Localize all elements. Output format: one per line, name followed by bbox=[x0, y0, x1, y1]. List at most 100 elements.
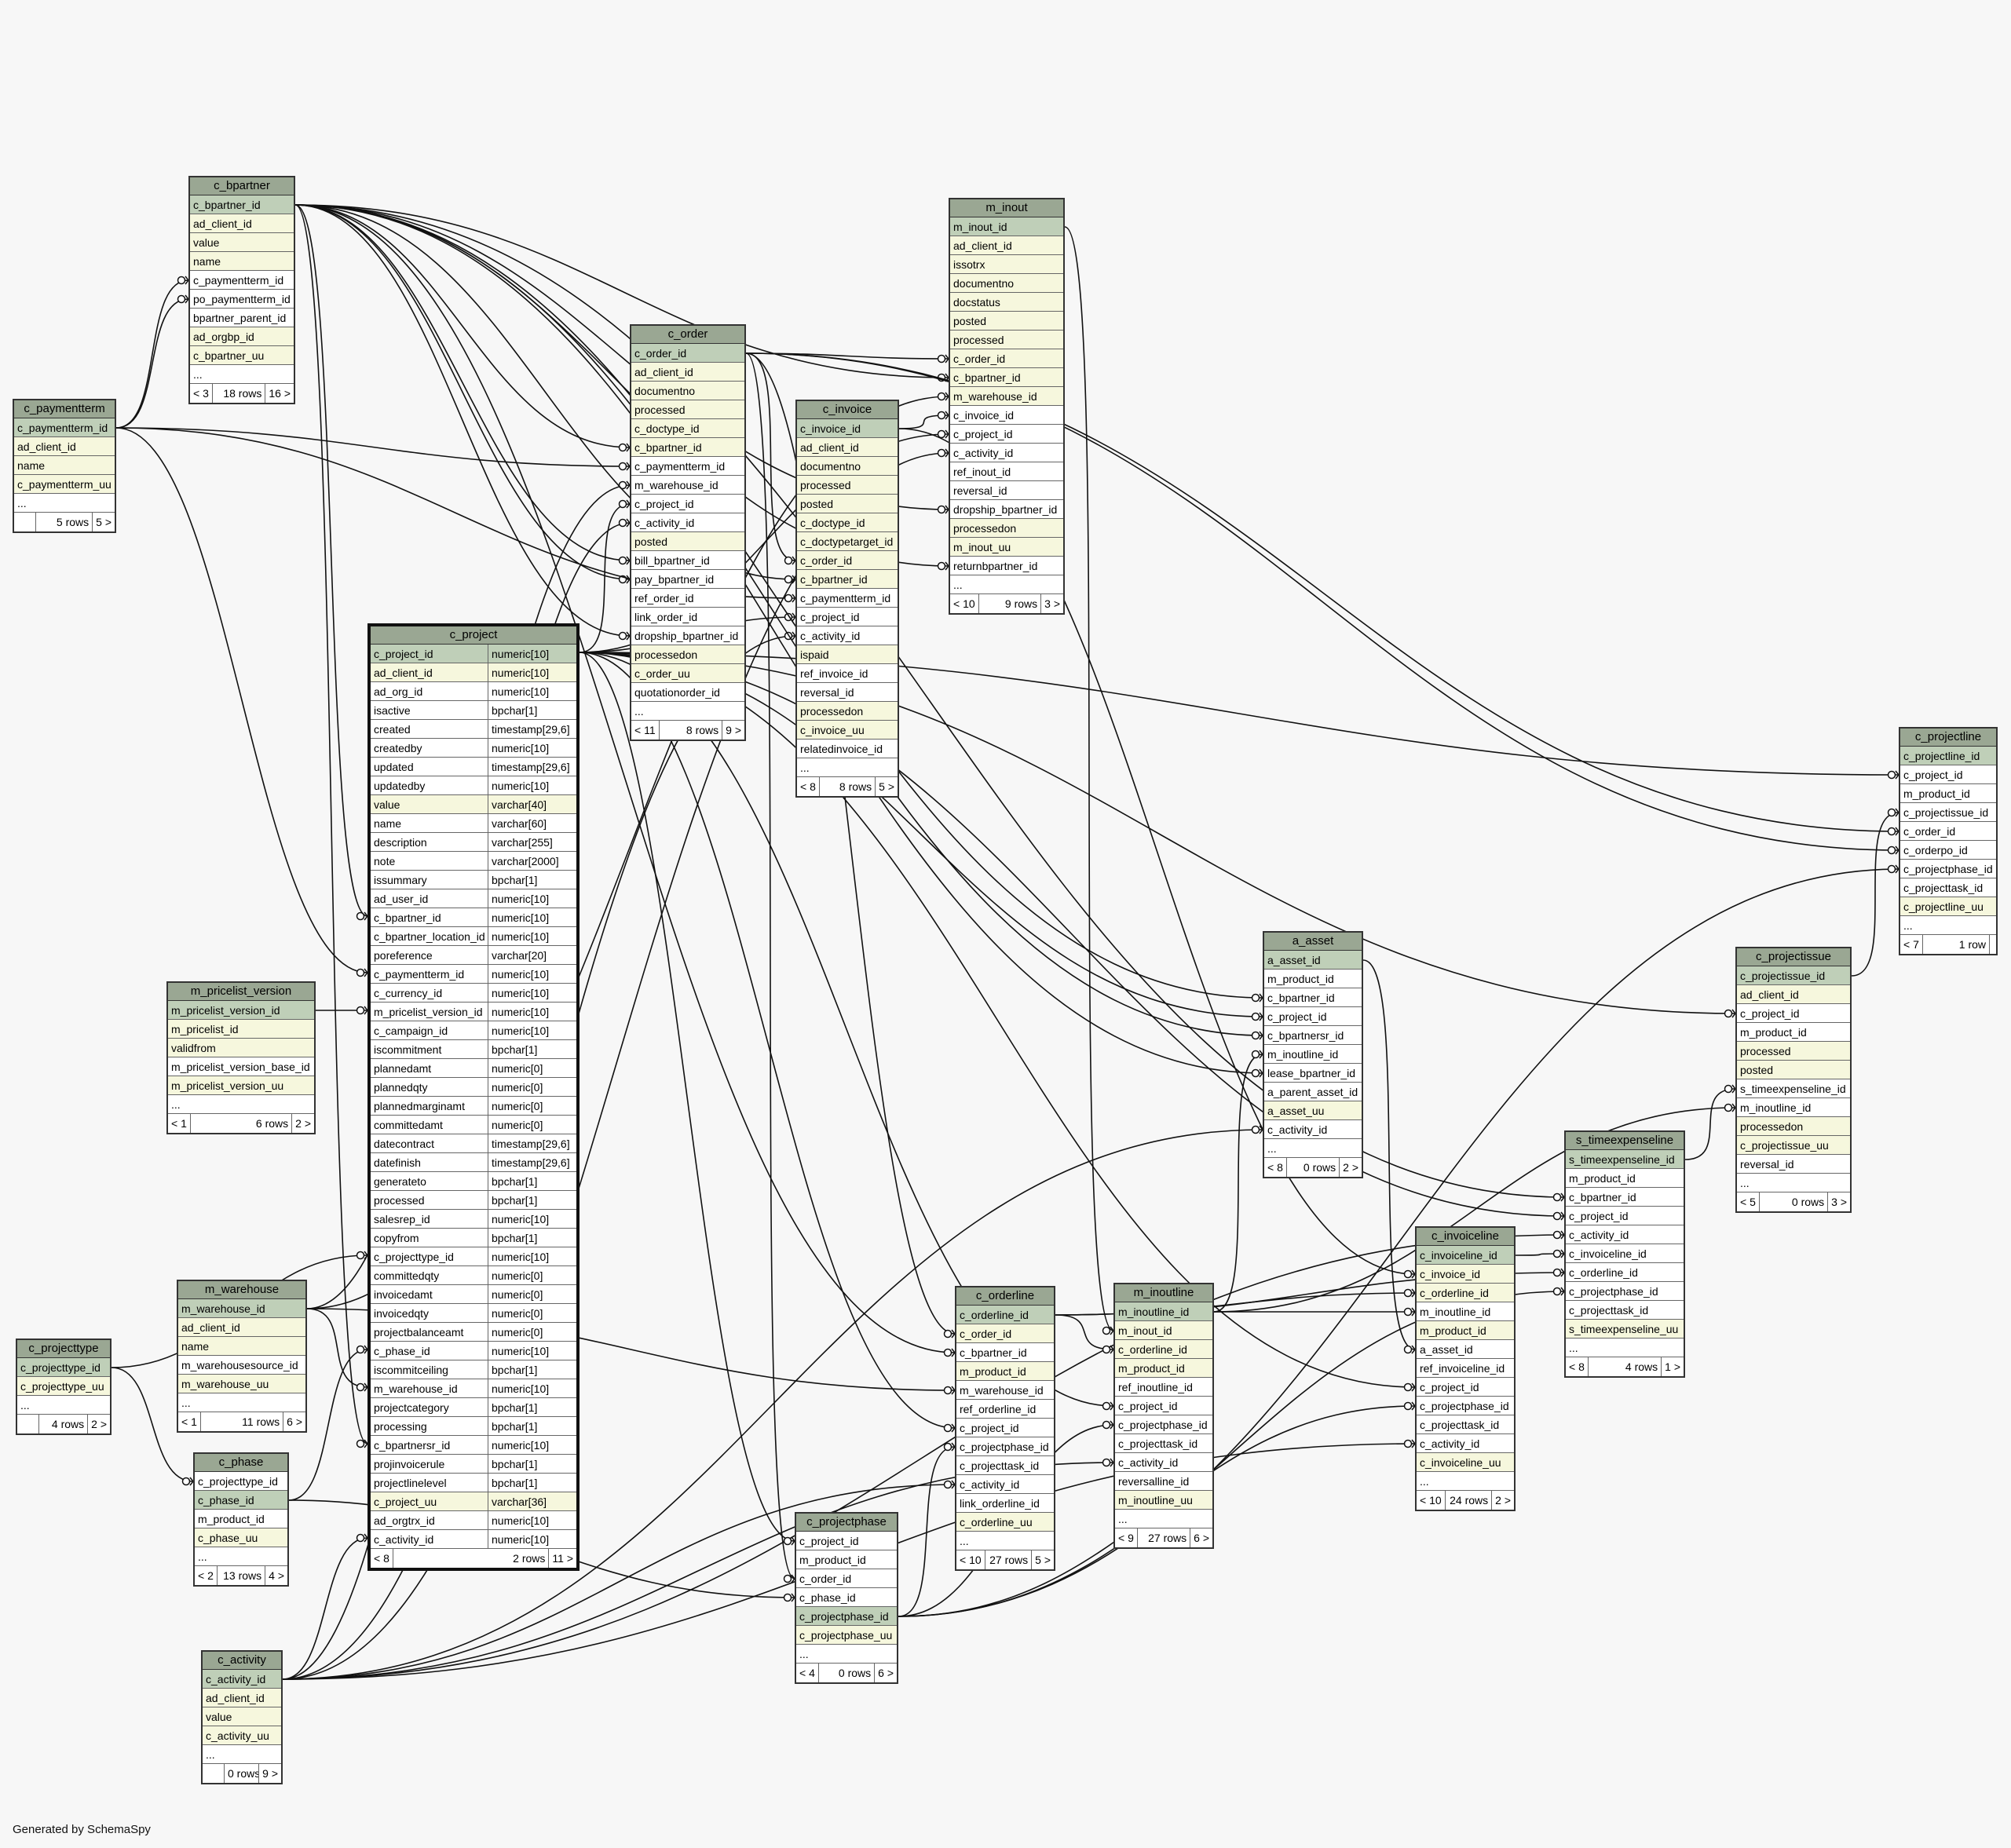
column-row[interactable]: ad_client_id bbox=[190, 214, 294, 233]
children-link[interactable]: 2 > bbox=[91, 1418, 107, 1430]
column-row[interactable]: dropship_bpartner_id bbox=[950, 500, 1063, 519]
column-row[interactable]: c_project_id bbox=[1417, 1378, 1514, 1397]
column-row[interactable]: ad_client_id bbox=[631, 363, 744, 382]
column-row[interactable]: c_order_id bbox=[796, 1569, 897, 1588]
parents-link[interactable]: < 11 bbox=[631, 721, 660, 740]
column-row[interactable]: c_order_id bbox=[797, 551, 898, 570]
children-link[interactable]: 1 > bbox=[1665, 1360, 1680, 1373]
column-row[interactable]: ... bbox=[950, 575, 1063, 594]
column-row[interactable]: c_orderline_id bbox=[1115, 1340, 1212, 1359]
column-row[interactable]: m_pricelist_id bbox=[168, 1020, 314, 1039]
parents-link[interactable]: < 8 bbox=[371, 1549, 393, 1568]
table-title[interactable]: c_orderline bbox=[956, 1287, 1054, 1306]
column-row[interactable]: c_orderpo_id bbox=[1900, 841, 1996, 860]
column-row[interactable]: m_pricelist_version_id bbox=[168, 1001, 314, 1020]
children-link[interactable]: 6 > bbox=[1194, 1532, 1209, 1544]
column-row[interactable]: c_projecttype_uu bbox=[17, 1377, 110, 1396]
column-row[interactable]: ... bbox=[1737, 1174, 1850, 1192]
column-row[interactable]: c_orderline_id bbox=[956, 1306, 1054, 1324]
children-link[interactable]: 11 > bbox=[552, 1552, 573, 1565]
column-row[interactable]: ad_client_id bbox=[14, 437, 115, 456]
column-row[interactable]: ... bbox=[190, 365, 294, 384]
table-title[interactable]: m_inoutline bbox=[1115, 1284, 1212, 1302]
children-link[interactable]: 2 > bbox=[1495, 1494, 1511, 1507]
column-row[interactable]: c_orderline_id bbox=[1566, 1263, 1684, 1282]
column-row[interactable]: ad_client_id bbox=[950, 236, 1063, 255]
column-row[interactable]: c_projecttask_id bbox=[1900, 878, 1996, 897]
column-row[interactable]: c_phase_id bbox=[195, 1491, 287, 1510]
column-row[interactable]: ... bbox=[797, 758, 898, 777]
column-row[interactable]: m_inout_id bbox=[1115, 1321, 1212, 1340]
parents-link[interactable]: < 8 bbox=[1566, 1357, 1589, 1376]
column-row[interactable]: m_product_id bbox=[1900, 784, 1996, 803]
column-row[interactable]: issotrx bbox=[950, 255, 1063, 274]
column-row[interactable]: lease_bpartner_id bbox=[1264, 1064, 1362, 1083]
parents-link[interactable]: < 10 bbox=[956, 1550, 985, 1569]
column-row[interactable]: c_paymentterm_id bbox=[797, 589, 898, 608]
parents-link[interactable]: < 4 bbox=[796, 1664, 819, 1682]
table-title[interactable]: c_order bbox=[631, 326, 744, 344]
column-row[interactable]: dropship_bpartner_id bbox=[631, 626, 744, 645]
column-row[interactable]: ... bbox=[1566, 1339, 1684, 1357]
column-row[interactable]: ... bbox=[631, 702, 744, 721]
column-row[interactable]: c_projectphase_id bbox=[956, 1437, 1054, 1456]
column-row[interactable]: ref_inout_id bbox=[950, 462, 1063, 481]
column-row[interactable]: m_inoutline_uu bbox=[1115, 1491, 1212, 1510]
column-row[interactable]: ... bbox=[203, 1745, 281, 1764]
column-row[interactable]: c_projecttype_id bbox=[17, 1358, 110, 1377]
parents-link[interactable] bbox=[17, 1415, 39, 1433]
column-row[interactable]: m_pricelist_version_uu bbox=[168, 1076, 314, 1095]
children-link[interactable]: 2 > bbox=[1343, 1161, 1358, 1174]
column-row[interactable]: c_projectline_uu bbox=[1900, 897, 1996, 916]
column-row[interactable]: c_project_id bbox=[1264, 1007, 1362, 1026]
column-row[interactable]: c_project_id bbox=[796, 1532, 897, 1550]
parents-link[interactable] bbox=[203, 1764, 225, 1783]
column-row[interactable]: ... bbox=[168, 1095, 314, 1114]
children-link[interactable]: 6 > bbox=[878, 1667, 894, 1679]
column-row[interactable]: m_pricelist_version_base_id bbox=[168, 1057, 314, 1076]
column-row[interactable]: ... bbox=[178, 1393, 305, 1412]
column-row[interactable]: m_inoutline_id bbox=[1417, 1302, 1514, 1321]
column-row[interactable]: c_bpartner_id bbox=[956, 1343, 1054, 1362]
column-row[interactable]: c_invoice_id bbox=[797, 419, 898, 438]
column-row[interactable]: m_product_id bbox=[1417, 1321, 1514, 1340]
column-row[interactable]: documentno bbox=[797, 457, 898, 476]
column-row[interactable]: m_product_id bbox=[956, 1362, 1054, 1381]
column-row[interactable]: c_invoice_uu bbox=[797, 721, 898, 740]
column-row[interactable]: c_activity_id bbox=[950, 444, 1063, 462]
children-link[interactable] bbox=[1990, 935, 1996, 954]
table-title[interactable]: c_projectline bbox=[1900, 729, 1996, 747]
column-row[interactable]: ... bbox=[195, 1547, 287, 1566]
column-row[interactable]: c_projectissue_uu bbox=[1737, 1136, 1850, 1155]
column-row[interactable]: reversal_id bbox=[950, 481, 1063, 500]
column-row[interactable]: m_warehouse_uu bbox=[178, 1375, 305, 1393]
column-row[interactable]: m_inout_uu bbox=[950, 538, 1063, 557]
parents-link[interactable]: < 1 bbox=[168, 1114, 191, 1133]
column-row[interactable]: processed bbox=[950, 331, 1063, 349]
column-row[interactable]: c_activity_id bbox=[1264, 1120, 1362, 1139]
children-link[interactable]: 6 > bbox=[287, 1415, 302, 1428]
column-row[interactable]: ... bbox=[1264, 1139, 1362, 1158]
column-row[interactable]: c_projectphase_id bbox=[1417, 1397, 1514, 1415]
table-title[interactable]: m_pricelist_version bbox=[168, 983, 314, 1001]
column-row[interactable]: posted bbox=[1737, 1061, 1850, 1079]
column-row[interactable]: quotationorder_id bbox=[631, 683, 744, 702]
